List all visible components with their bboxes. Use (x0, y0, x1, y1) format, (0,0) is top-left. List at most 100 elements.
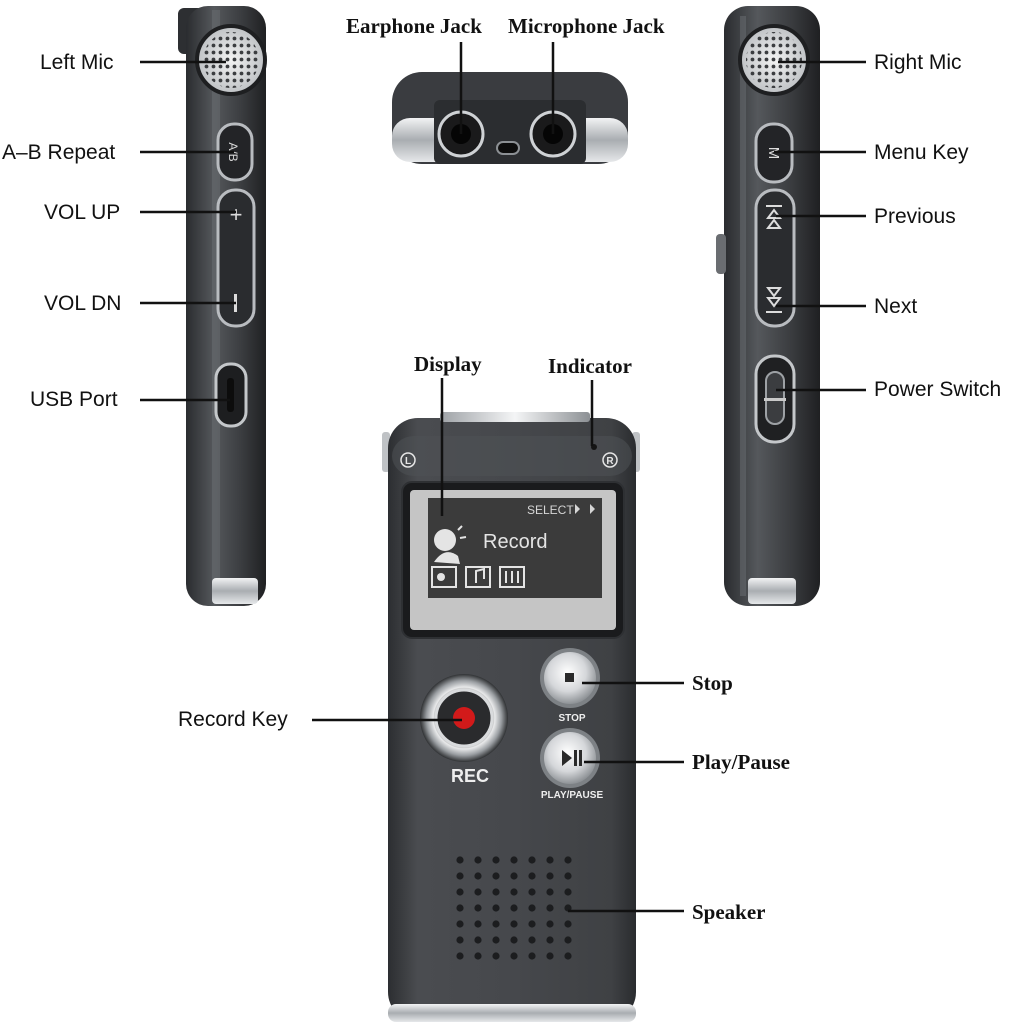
display: SELECT Record (401, 481, 625, 639)
speaker-hole (528, 936, 536, 944)
speaker-hole (546, 888, 554, 896)
speaker-hole (474, 888, 482, 896)
speaker-hole (492, 920, 500, 928)
speaker-hole (546, 952, 554, 960)
label-previous: Previous (874, 205, 956, 228)
leader-lines (140, 42, 866, 913)
left-side-bottom-cap (212, 578, 258, 604)
play-pause-button[interactable] (540, 728, 600, 788)
settings-icon (499, 566, 525, 588)
label-ab-repeat: A–B Repeat (2, 141, 116, 164)
usb-port (214, 362, 248, 428)
speaker-hole (510, 856, 518, 864)
reset-pinhole (496, 141, 520, 155)
screen-arrow-left-icon (575, 504, 580, 514)
play-pause-icon (562, 750, 582, 766)
label-usb-port: USB Port (30, 388, 118, 411)
label-play-pause: Play/Pause (692, 750, 790, 774)
speaker-hole (528, 856, 536, 864)
left-side-view: A/B + (178, 6, 267, 606)
speaker-hole (492, 872, 500, 880)
label-indicator: Indicator (548, 354, 632, 378)
label-speaker: Speaker (692, 900, 766, 924)
record-key[interactable] (420, 674, 508, 762)
play-caption: PLAY/PAUSE (541, 790, 604, 801)
label-earphone-jack: Earphone Jack (346, 14, 482, 38)
svg-text:R: R (606, 456, 614, 467)
speaker-hole (546, 872, 554, 880)
label-menu-key: Menu Key (874, 141, 969, 164)
speaker-hole (510, 952, 518, 960)
label-power-switch: Power Switch (874, 378, 1002, 401)
label-display: Display (414, 352, 482, 376)
stop-icon (565, 673, 574, 682)
speaker-hole (546, 904, 554, 912)
label-vol-dn: VOL DN (44, 292, 122, 315)
speaker-hole (456, 904, 464, 912)
label-next: Next (874, 295, 918, 318)
svg-text:L: L (405, 456, 411, 467)
next-icon[interactable] (766, 287, 782, 313)
label-record-key: Record Key (178, 708, 288, 731)
speaker-hole (456, 888, 464, 896)
speaker-grille (456, 856, 572, 960)
previous-icon[interactable] (766, 205, 782, 229)
speaker-hole (456, 936, 464, 944)
speaker-hole (474, 872, 482, 880)
speaker-hole (528, 904, 536, 912)
speaker-hole (546, 856, 554, 864)
speaker-hole (510, 888, 518, 896)
volume-rocker[interactable]: + (216, 188, 256, 328)
speaker-hole (546, 920, 554, 928)
stop-button[interactable] (540, 648, 600, 708)
screen-arrow-right-icon (590, 504, 595, 514)
speaker-hole (564, 920, 572, 928)
speaker-hole (528, 952, 536, 960)
power-switch[interactable] (754, 354, 796, 444)
speaker-hole (474, 920, 482, 928)
front-view: L R SELECT Record (382, 412, 640, 1022)
menu-button-text: M (765, 147, 782, 160)
speaker-hole (546, 936, 554, 944)
speaker-hole (510, 872, 518, 880)
speaker-hole (564, 872, 572, 880)
speaker-hole (564, 952, 572, 960)
speaker-hole (474, 952, 482, 960)
left-channel-mark: L (400, 452, 416, 468)
speaker-hole (564, 888, 572, 896)
speaker-hole (564, 856, 572, 864)
speaker-hole (564, 936, 572, 944)
label-vol-up: VOL UP (44, 201, 121, 224)
right-side-view: M (716, 6, 820, 606)
speaker-hole (492, 888, 500, 896)
speaker-hole (510, 920, 518, 928)
right-side-bottom-cap (748, 578, 796, 604)
music-note-icon (465, 566, 491, 588)
voice-record-icon (431, 566, 457, 588)
speaker-hole (492, 904, 500, 912)
speaking-head-icon (434, 525, 467, 564)
speaker-hole (510, 936, 518, 944)
rec-caption: REC (451, 766, 489, 786)
speaker-hole (474, 936, 482, 944)
speaker-hole (510, 904, 518, 912)
speaker-hole (528, 872, 536, 880)
vol-up-glyph: + (230, 202, 243, 227)
rec-dot-icon (453, 707, 475, 729)
right-channel-mark: R (602, 452, 618, 468)
speaker-hole (492, 952, 500, 960)
speaker-hole (456, 856, 464, 864)
prev-next-rocker[interactable] (754, 188, 796, 328)
right-mic-grille (738, 24, 810, 96)
speaker-hole (456, 952, 464, 960)
stop-caption: STOP (558, 713, 585, 724)
label-stop: Stop (692, 671, 733, 695)
speaker-hole (474, 904, 482, 912)
screen-mode-text: Record (483, 531, 547, 553)
speaker-hole (528, 888, 536, 896)
left-mic-grille (195, 24, 267, 96)
screen-select-text: SELECT (527, 503, 574, 517)
speaker-hole (528, 920, 536, 928)
